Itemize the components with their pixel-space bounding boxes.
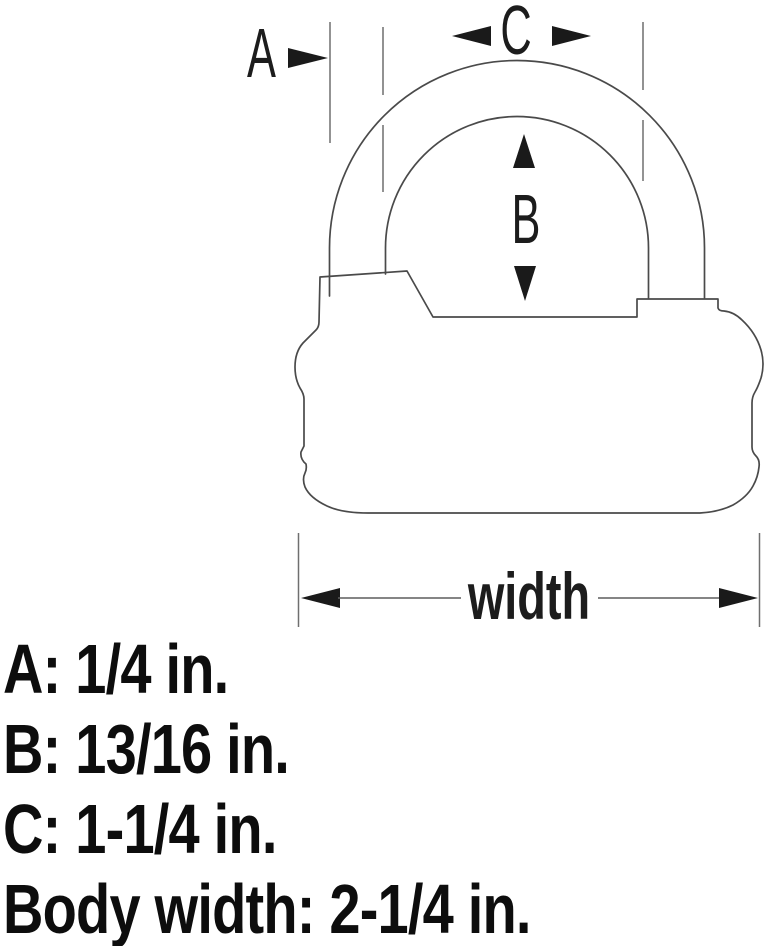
dimension-a-arrow-right-icon [288,48,328,68]
legend-line-body-width: Body width: 2-1/4 in. [3,870,531,946]
dimension-c-arrow-right-icon [552,26,591,46]
dimension-legend: A: 1/4 in. B: 13/16 in. C: 1-1/4 in. Bod… [3,629,663,946]
extension-lines [297,22,761,627]
dimension-c-label: C [500,0,531,70]
dimension-a-label: A [247,14,276,92]
lock-body-outline [294,270,764,514]
dimension-c: C [452,0,591,70]
legend-line-b: B: 13/16 in. [3,710,290,788]
shackle-inner-arc [384,115,650,299]
shackle-outer-arc [328,59,706,299]
width-arrow-right-icon [719,588,758,608]
shackle-outline [328,59,706,299]
dimension-b-arrow-up-icon [513,134,535,168]
dimension-b-label: B [512,180,541,258]
dimension-a: A [247,14,328,93]
legend-line-a: A: 1/4 in. [3,630,229,708]
body-width-label: width [467,560,590,634]
dimension-b-arrow-down-icon [514,266,536,301]
legend-line-c: C: 1-1/4 in. [3,790,277,868]
dimension-b: B [512,134,541,301]
width-arrow-left-icon [301,588,340,608]
dimension-c-arrow-left-icon [452,26,491,46]
dimension-body-width: width [301,560,758,634]
